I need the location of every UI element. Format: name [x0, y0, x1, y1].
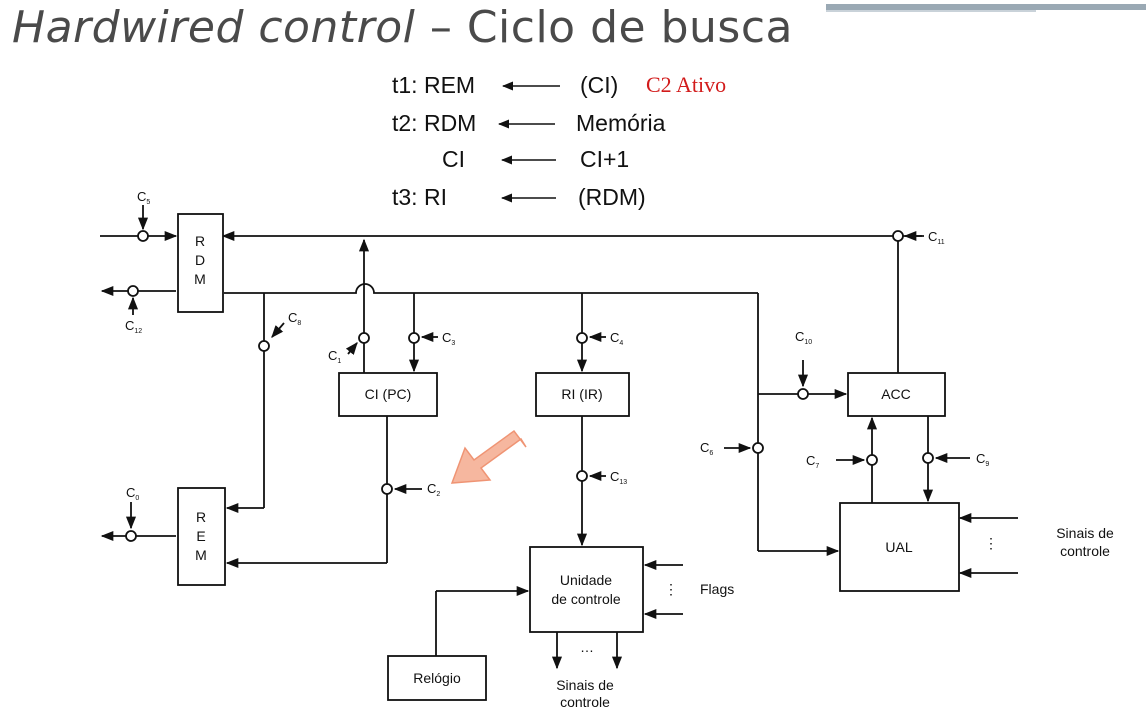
ual-label: UAL	[885, 539, 912, 555]
gate-c0	[125, 530, 137, 542]
c11-label: C11	[928, 229, 945, 246]
gate-c8	[258, 340, 270, 352]
c13-label: C13	[610, 469, 627, 486]
c10-label: C10	[795, 329, 812, 346]
c1-arrow	[345, 342, 358, 355]
ual-signal-dots: ⋮	[984, 535, 998, 551]
rdm-letter-m: M	[194, 271, 206, 287]
gate-c6	[752, 442, 764, 454]
acc-block	[847, 372, 946, 417]
c8-arrow	[271, 322, 285, 338]
step-arrows	[497, 81, 560, 203]
step-t3-source: (RDM)	[578, 184, 646, 210]
c5-label: C5	[137, 189, 150, 206]
step-ci-label: CI	[442, 146, 465, 172]
bus-rdm-output	[224, 283, 758, 294]
gate-c7	[866, 454, 878, 466]
step-t1: t1: REM	[392, 72, 475, 99]
c0-label: C0	[126, 485, 139, 502]
uc-output-dots: …	[580, 639, 594, 655]
control-unit-label-line2: de controle	[551, 591, 620, 607]
uc-signals-label-line1: Sinais de	[556, 677, 614, 693]
rdm-letter-d: D	[195, 252, 205, 268]
gate-c1	[358, 332, 370, 344]
gate-c2	[381, 483, 393, 495]
acc-label: ACC	[881, 386, 911, 402]
gate-c4	[576, 332, 588, 344]
ci-block	[338, 372, 438, 417]
highlight-arrow	[450, 429, 527, 484]
rem-block	[177, 487, 226, 586]
highlight-arrow-shape	[450, 429, 527, 484]
control-unit-label-line1: Unidade	[560, 572, 612, 588]
control-labels: C5 C11 C12 C8 C1 C3 C4 C10 C6 C7 C9 C0 C…	[125, 189, 989, 502]
control-gates	[125, 230, 934, 542]
gate-c9	[922, 452, 934, 464]
step-t3-label: t3: RI	[392, 184, 447, 210]
flags-label: Flags	[700, 581, 734, 597]
gate-c12	[127, 285, 139, 297]
gate-c13	[576, 470, 588, 482]
ual-block	[839, 502, 960, 592]
c6-label: C6	[700, 440, 713, 457]
clock-label: Relógio	[413, 670, 461, 686]
c3-label: C3	[442, 330, 455, 347]
ci-label: CI (PC)	[365, 386, 412, 402]
step-t1-label: t1: REM	[392, 72, 476, 98]
rdm-letter-r: R	[195, 233, 205, 249]
c7-label: C7	[806, 453, 819, 470]
title-decoration-bar-thin	[826, 10, 1036, 12]
step-t2-source: Memória	[576, 110, 666, 136]
ual-signals-label-line2: controle	[1060, 543, 1110, 559]
c12-label: C12	[125, 318, 142, 335]
uc-signals-label-line2: controle	[560, 694, 610, 710]
rdm-block	[177, 213, 224, 313]
flags-dots: ⋮	[664, 581, 678, 597]
c8-label: C8	[288, 310, 301, 327]
rem-letter-m: M	[195, 547, 207, 563]
ri-label: RI (IR)	[561, 386, 602, 402]
step-t2-label: t2: RDM	[392, 110, 477, 136]
c4-label: C4	[610, 330, 623, 347]
c9-label: C9	[976, 451, 989, 468]
rem-letter-e: E	[196, 528, 205, 544]
clock-block	[387, 655, 487, 701]
step-t1-source: (CI)	[580, 72, 619, 98]
ual-signals-label-line1: Sinais de	[1056, 525, 1114, 541]
gate-c5	[137, 230, 149, 242]
active-control-note: C2 Ativo	[646, 72, 727, 97]
slide-title-rest: – Ciclo de busca	[415, 2, 793, 53]
c1-label: C1	[328, 348, 341, 365]
step-ci-source: CI+1	[580, 146, 630, 172]
ri-block	[535, 372, 630, 417]
slide-title: Hardwired control – Ciclo de busca	[12, 2, 793, 53]
gate-c10	[797, 388, 809, 400]
slide-title-italic: Hardwired control	[12, 2, 416, 53]
control-unit-block	[529, 546, 644, 633]
gate-c11	[892, 230, 904, 242]
title-decoration-bar	[826, 4, 1146, 10]
c2-label: C2	[427, 481, 440, 498]
rem-letter-r: R	[196, 509, 206, 525]
gate-c3	[408, 332, 420, 344]
